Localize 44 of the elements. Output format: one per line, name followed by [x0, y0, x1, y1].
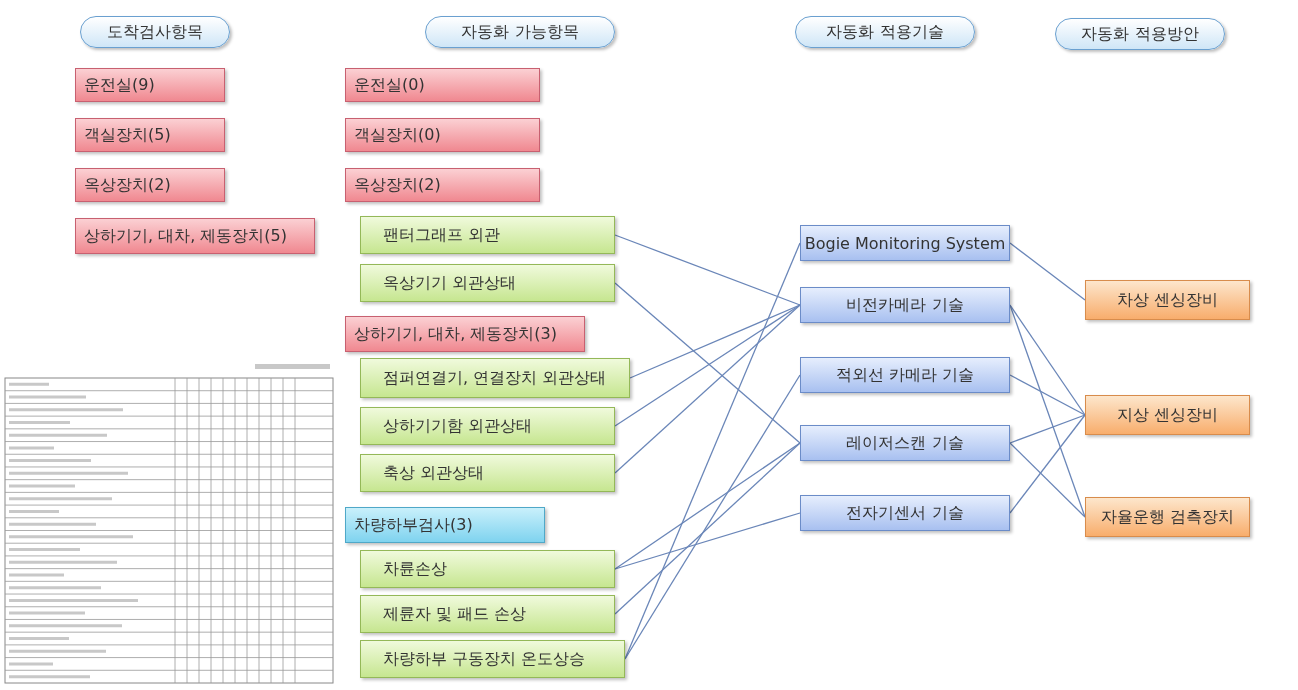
header-pill: 자동화 적용방안 [1055, 18, 1225, 50]
connector-line [614, 512, 801, 570]
category-box: 객실장치(5) [75, 118, 225, 152]
connector-line [1009, 242, 1086, 301]
category-box: 상하기기, 대차, 제동장치(3) [345, 316, 585, 352]
category-box: 운전실(9) [75, 68, 225, 102]
category-box: 운전실(0) [345, 68, 540, 102]
technology-box: 전자기센서 기술 [800, 495, 1010, 531]
item-box: 점퍼연결기, 연결장치 외관상태 [360, 358, 630, 398]
item-box: 팬터그래프 외관 [360, 216, 615, 254]
category-box: 옥상장치(2) [75, 168, 225, 202]
header-pill: 자동화 가능항목 [425, 16, 615, 48]
item-box: 차륜손상 [360, 550, 615, 588]
connector-line [614, 442, 801, 615]
connector-line [614, 304, 801, 474]
connector-line [624, 242, 801, 660]
connector-line [614, 234, 801, 306]
connector-line [624, 374, 801, 660]
technology-box: 적외선 카메라 기술 [800, 357, 1010, 393]
connector-line [1009, 414, 1086, 514]
solution-box: 자율운행 검측장치 [1085, 497, 1250, 537]
connector-line [1009, 304, 1086, 416]
item-box: 제륜자 및 패드 손상 [360, 595, 615, 633]
category-box: 객실장치(0) [345, 118, 540, 152]
item-box: 차량하부 구동장치 온도상승 [360, 640, 625, 678]
connector-line [1009, 442, 1086, 518]
item-box: 상하기기함 외관상태 [360, 407, 615, 445]
technology-box: Bogie Monitoring System [800, 225, 1010, 261]
category-box: 상하기기, 대차, 제동장치(5) [75, 218, 315, 254]
category-box: 차량하부검사(3) [345, 507, 545, 543]
connector-line [629, 304, 801, 379]
technology-box: 레이저스캔 기술 [800, 425, 1010, 461]
connector-line [1009, 374, 1086, 416]
header-pill: 자동화 적용기술 [795, 16, 975, 48]
solution-box: 차상 센싱장비 [1085, 280, 1250, 320]
item-box: 옥상기기 외관상태 [360, 264, 615, 302]
technology-box: 비전카메라 기술 [800, 287, 1010, 323]
connector-line [1009, 304, 1086, 518]
solution-box: 지상 센싱장비 [1085, 395, 1250, 435]
connector-line [1009, 414, 1086, 444]
connector-line [614, 282, 801, 444]
category-box: 옥상장치(2) [345, 168, 540, 202]
item-box: 축상 외관상태 [360, 454, 615, 492]
header-pill: 도착검사항목 [80, 16, 230, 48]
